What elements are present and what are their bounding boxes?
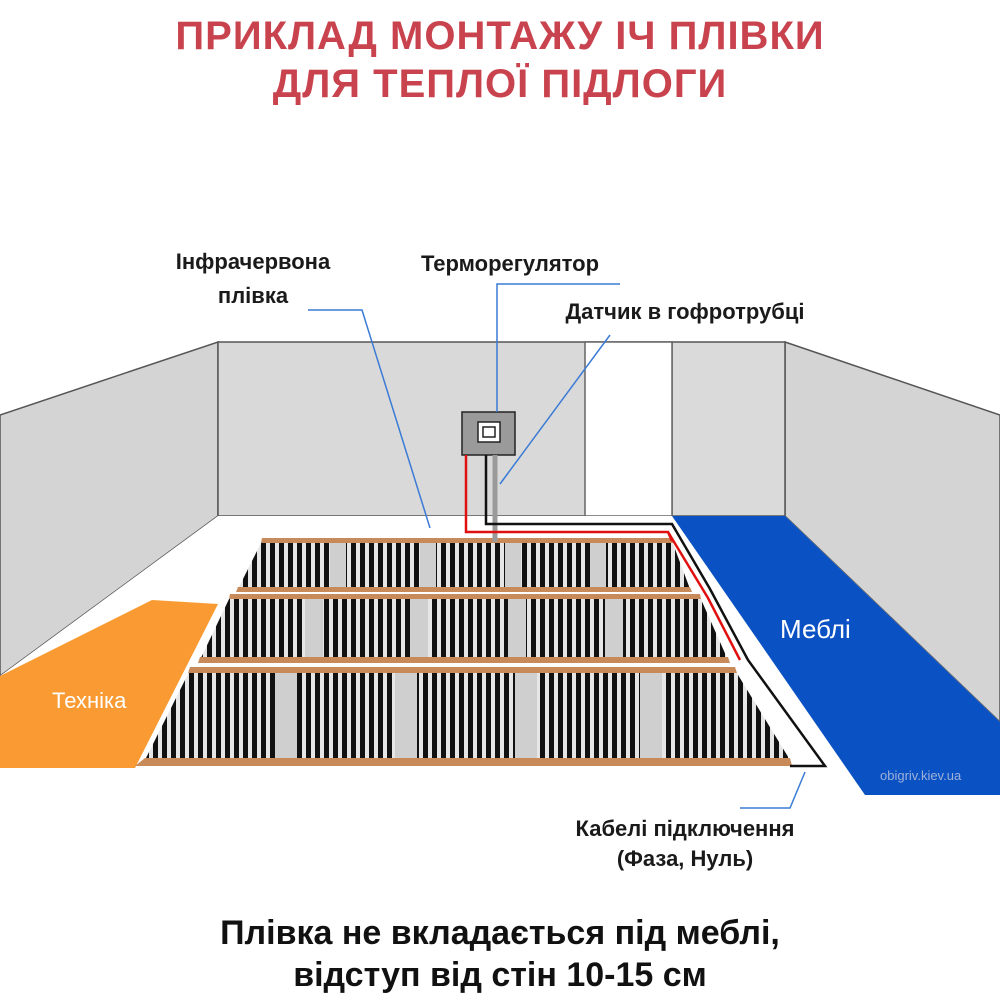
sensor-label: Датчик в гофротрубці <box>565 299 805 324</box>
film-row-3 <box>135 667 792 766</box>
thermostat-label: Терморегулятор <box>420 251 600 276</box>
cables-label-line-2: (Фаза, Нуль) <box>616 846 754 871</box>
film-label-line-2: плівка <box>217 283 289 308</box>
thermostat-box <box>461 411 516 456</box>
thermostat-leader <box>496 283 620 412</box>
cables-leader <box>740 771 806 809</box>
film-row-1 <box>236 538 692 592</box>
phase-wire-branch <box>666 531 674 542</box>
film-row-2 <box>198 594 730 663</box>
watermark: obigriv.kiev.ua <box>880 768 962 783</box>
footer-line-2: відступ від стін 10-15 см <box>293 956 707 994</box>
doorway <box>584 341 673 517</box>
film-label-line-1: Інфрачервона <box>175 249 331 274</box>
title-line-2: ДЛЯ ТЕПЛОЇ ПІДЛОГИ <box>272 62 728 106</box>
right-back-wall <box>671 341 786 517</box>
appliances-label: Техніка <box>52 688 127 713</box>
neutral-wire <box>484 455 828 768</box>
footer-line-1: Плівка не вкладається під меблі, <box>220 914 780 952</box>
furniture-label: Меблі <box>780 614 851 644</box>
furniture-zone <box>672 516 1000 795</box>
appliances-zone <box>0 600 218 768</box>
title-line-1: ПРИКЛАД МОНТАЖУ ІЧ ПЛІВКИ <box>175 14 825 58</box>
sensor-leader <box>499 334 611 485</box>
film-leader <box>308 309 431 529</box>
cables-label-line-1: Кабелі підключення <box>575 816 795 841</box>
